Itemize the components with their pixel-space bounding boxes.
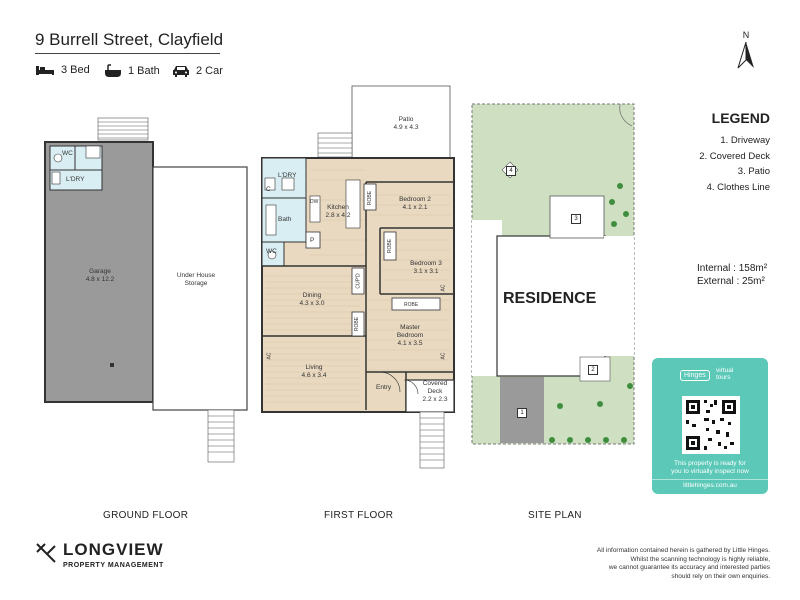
legend-item: 2. Covered Deck	[699, 150, 770, 162]
robe-4-label: ROBE	[354, 316, 361, 332]
north-label: N	[742, 30, 750, 40]
residence-label: RESIDENCE	[503, 290, 597, 307]
bath-label: Bath	[278, 216, 292, 223]
ground-wc-label: WC	[62, 150, 73, 157]
legend-item: 1. Driveway	[720, 135, 770, 146]
external-area-label: External	[697, 276, 734, 287]
storage-label: Under House Storage	[176, 272, 216, 287]
robe-3	[391, 297, 441, 311]
bed-icon	[36, 66, 54, 75]
marker-3: 3	[571, 214, 581, 224]
entry-label: Entry	[376, 384, 392, 391]
side-garden	[604, 236, 634, 356]
ground-stairs-bottom	[207, 409, 235, 463]
longview-logo-icon	[36, 543, 56, 563]
living-label: Living 4.6 x 3.4	[301, 364, 327, 379]
qr-code[interactable]	[682, 396, 740, 454]
bedroom-2-label: Bedroom 2 4.1 x 2.1	[399, 196, 431, 211]
legend-item: 4. Clothes Line	[706, 181, 770, 193]
ground-floor-caption: GROUND FLOOR	[103, 510, 189, 521]
covered-deck-label: Covered Deck 2.2 x 2.3	[422, 380, 448, 403]
trees	[549, 183, 633, 443]
site-plan-caption: SITE PLAN	[528, 510, 582, 521]
tour-card-url[interactable]: littlehinges.com.au	[683, 482, 737, 489]
robe-1-label: ROBE	[367, 190, 374, 206]
title-divider	[35, 53, 220, 54]
first-stairs-top	[317, 132, 353, 158]
north-compass: N	[736, 30, 756, 75]
property-address: 9 Burrell Street, Clayfield	[35, 30, 224, 49]
kitchen-label: Kitchen 2.8 x 4.2	[325, 204, 351, 219]
bed-label: 3 Bed	[61, 64, 90, 76]
ac-3-label: AC	[266, 352, 273, 360]
external-area-value: : 25m²	[736, 276, 765, 287]
bath-icon	[105, 64, 121, 77]
internal-area-label: Internal	[697, 263, 731, 274]
garage-label: Garage 4.8 x 12.2	[85, 268, 115, 283]
c-label: C	[266, 186, 271, 193]
robe-1	[363, 183, 377, 211]
first-stairs-bottom	[419, 411, 445, 469]
covered-deck	[405, 379, 455, 413]
bath-label: 1 Bath	[128, 65, 160, 77]
marker-1: 1	[517, 408, 527, 418]
first-ldry-label: L'DRY	[278, 172, 297, 179]
brand-subtitle: PROPERTY MANAGEMENT	[63, 562, 164, 569]
dining-label: Dining 4.3 x 3.0	[299, 292, 325, 307]
ac-1-label: AC	[440, 284, 447, 292]
car-icon	[173, 66, 189, 77]
master-bedroom-label: Master Bedroom 4.1 x 3.5	[396, 324, 424, 347]
residence-outline	[496, 235, 606, 377]
marker-2: 2	[588, 365, 598, 375]
legend-list: 1. Driveway 2. Covered Deck 3. Patio 4. …	[699, 133, 770, 195]
qr-code-icon	[686, 400, 736, 450]
virtual-tour-card[interactable]: Hinges virtual tours This property is re…	[652, 358, 768, 494]
ac-2-label: AC	[440, 352, 447, 360]
tour-card-divider	[652, 479, 768, 480]
hinges-logo: Hinges	[680, 370, 710, 381]
car-label: 2 Car	[196, 64, 223, 77]
bed-feature: 3 Bed	[35, 64, 90, 76]
internal-area-value: : 158m²	[733, 263, 768, 274]
cupd-1-label: CUP'D	[355, 273, 362, 289]
first-floor-caption: FIRST FLOOR	[324, 510, 394, 521]
cupd-2	[351, 311, 365, 337]
marker-4: 4	[506, 166, 516, 176]
north-arrow-icon	[737, 41, 754, 69]
tour-card-text: This property is ready for you to virtua…	[671, 460, 749, 475]
pantry-label: P	[310, 237, 315, 244]
virtual-tours-badge: virtual tours	[716, 367, 734, 381]
area-summary: Internal : 158m² External : 25m²	[697, 262, 767, 288]
robe-2	[383, 231, 397, 261]
patio-label: Patio 4.9 x 4.3	[393, 116, 419, 131]
ground-ldry-label: L'DRY	[66, 176, 85, 183]
wc-label: WC	[266, 248, 277, 255]
car-feature: 2 Car	[172, 64, 223, 77]
under-house-storage	[152, 166, 248, 411]
legend-item: 3. Patio	[737, 166, 770, 177]
pantry	[305, 231, 321, 249]
bath-feature: 1 Bath	[104, 64, 160, 78]
cupd-1	[351, 267, 365, 295]
site-plan	[471, 103, 635, 445]
bedroom-3-label: Bedroom 3 3.1 x 3.1	[410, 260, 442, 275]
first-floor-plan	[261, 85, 455, 469]
legend-title: LEGEND	[711, 110, 770, 126]
brand-name: LONGVIEW	[63, 540, 164, 559]
ground-stairs-top	[97, 117, 149, 141]
ground-floor-plan	[44, 117, 248, 463]
robe-2-label: ROBE	[387, 238, 394, 254]
disclaimer-text: All information contained herein is gath…	[596, 547, 770, 580]
robe-3-label: ROBE	[404, 302, 419, 308]
dw-label: DW	[310, 199, 319, 205]
